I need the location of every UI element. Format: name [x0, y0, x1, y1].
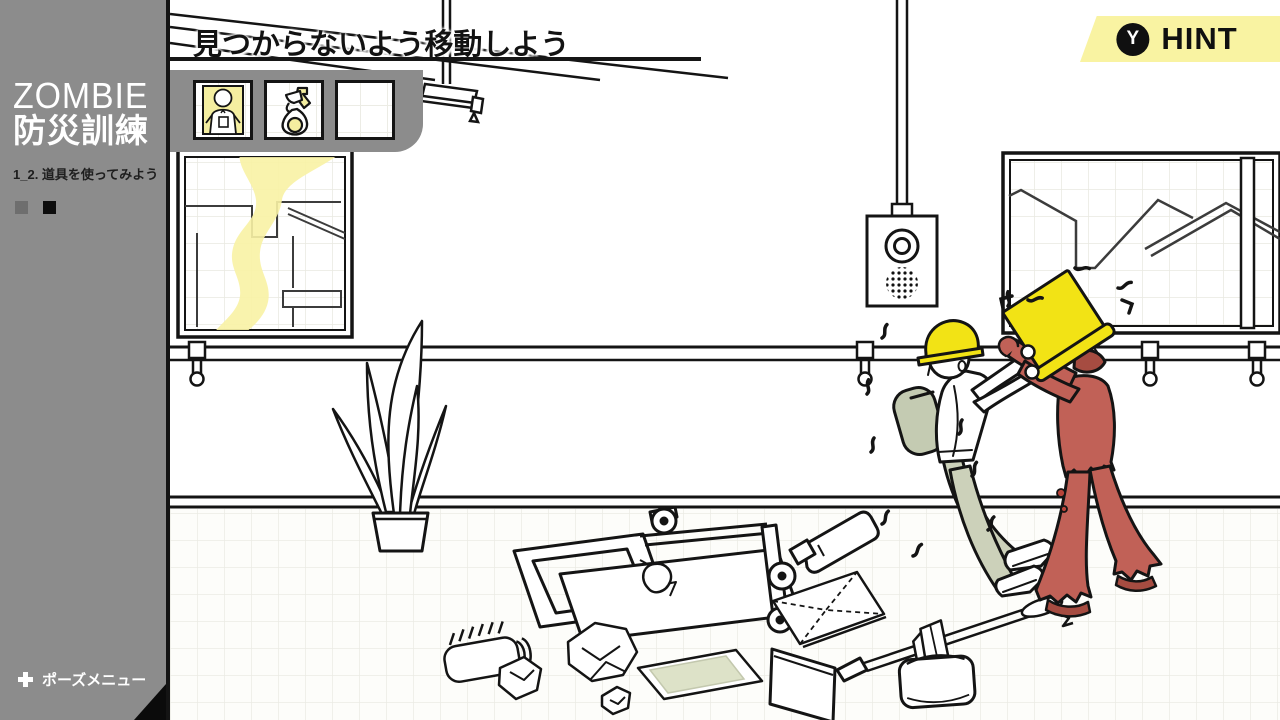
yellow-smoke	[216, 157, 336, 330]
pause-menu-button[interactable]: ポーズメニュー	[18, 669, 146, 690]
objective-underline	[170, 57, 701, 61]
speaker-grille	[886, 267, 918, 299]
disinfection-card-icon	[202, 85, 244, 135]
shake-marks	[865, 265, 1135, 558]
potted-plant	[331, 319, 448, 553]
wall-hooks	[187, 340, 1267, 387]
progress-dot-2	[43, 200, 56, 214]
left-window	[176, 148, 354, 339]
handrail	[170, 340, 1280, 387]
inventory-slot-empty[interactable]	[335, 80, 395, 140]
y-button-icon: Y	[1116, 22, 1150, 56]
sidebar-corner-triangle	[134, 684, 166, 720]
inventory-panel	[170, 70, 423, 152]
progress-dots	[15, 200, 166, 214]
hint-label: HINT	[1161, 21, 1238, 56]
stage-label: 1_2. 道具を使ってみよう	[13, 166, 159, 182]
ceiling-speaker	[865, 0, 939, 308]
envelope	[771, 570, 887, 649]
player-character	[892, 319, 1055, 598]
progress-dot-1	[15, 200, 28, 214]
game-logo-en: ZOMBIE	[13, 75, 149, 116]
fallen-cart	[512, 505, 802, 643]
game-scene	[170, 0, 1280, 720]
tissue-box	[897, 619, 977, 710]
inventory-slot-spray-bottle[interactable]	[264, 80, 324, 140]
game-logo: ZOMBIE 防災訓練	[13, 75, 166, 150]
player-hands	[1020, 344, 1040, 380]
crumpled-papers	[497, 621, 639, 716]
spray-bottle-icon	[281, 86, 312, 136]
pause-menu-label: ポーズメニュー	[42, 672, 147, 689]
game-logo-jp: 防災訓練	[13, 112, 149, 150]
ceiling-light	[419, 0, 485, 124]
plus-icon	[18, 672, 33, 687]
hint-button[interactable]: Y HINT	[1080, 16, 1280, 62]
sidebar: ZOMBIE 防災訓練 1_2. 道具を使ってみよう ポーズメニュー	[0, 0, 170, 720]
bottle	[788, 510, 880, 574]
inventory-slot-disinfection-card[interactable]	[193, 80, 253, 140]
objective-title: 見つからないよう移動しよう	[193, 29, 570, 61]
green-paper-sheet	[636, 648, 764, 701]
